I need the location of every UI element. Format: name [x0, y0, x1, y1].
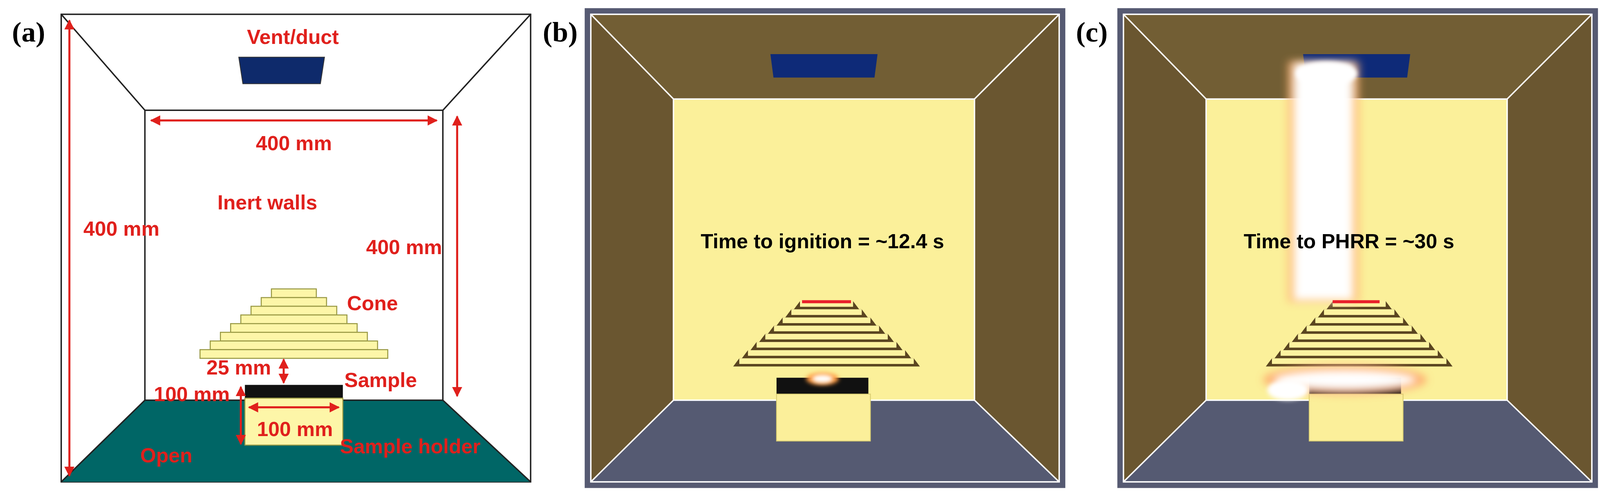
- part-label: Inert walls: [217, 190, 318, 214]
- schematic-panel: [61, 14, 531, 482]
- cone-slab: [210, 341, 378, 350]
- dimension-label: 100 mm: [256, 417, 333, 440]
- part-label: Sample holder: [339, 434, 481, 458]
- cone-slab: [271, 288, 317, 298]
- cone-slab: [230, 323, 358, 332]
- result-note: Time to ignition = ~12.4 s: [700, 229, 945, 253]
- dimension-label: 25 mm: [206, 356, 272, 379]
- panel-letter: (b): [542, 16, 578, 49]
- simulation-panel: [584, 8, 1066, 488]
- part-label: Open: [140, 443, 193, 467]
- part-label: Cone: [346, 292, 398, 315]
- result-note: Time to PHRR = ~30 s: [1243, 229, 1455, 253]
- cone-slab: [240, 314, 347, 324]
- part-label: Vent/duct: [246, 25, 339, 48]
- dimension-label: 400 mm: [366, 235, 443, 258]
- dimension-label: 100 mm: [153, 382, 230, 405]
- panel-letter: (a): [11, 16, 46, 49]
- panel-letter: (c): [1075, 16, 1108, 49]
- cone-slab: [261, 297, 327, 307]
- part-label: Sample: [344, 368, 417, 391]
- cone-slab: [250, 306, 337, 315]
- dimension-label: 400 mm: [83, 217, 160, 240]
- cone-slab: [220, 331, 368, 341]
- simulation-panel: [1117, 8, 1599, 488]
- dimension-label: 400 mm: [255, 131, 332, 155]
